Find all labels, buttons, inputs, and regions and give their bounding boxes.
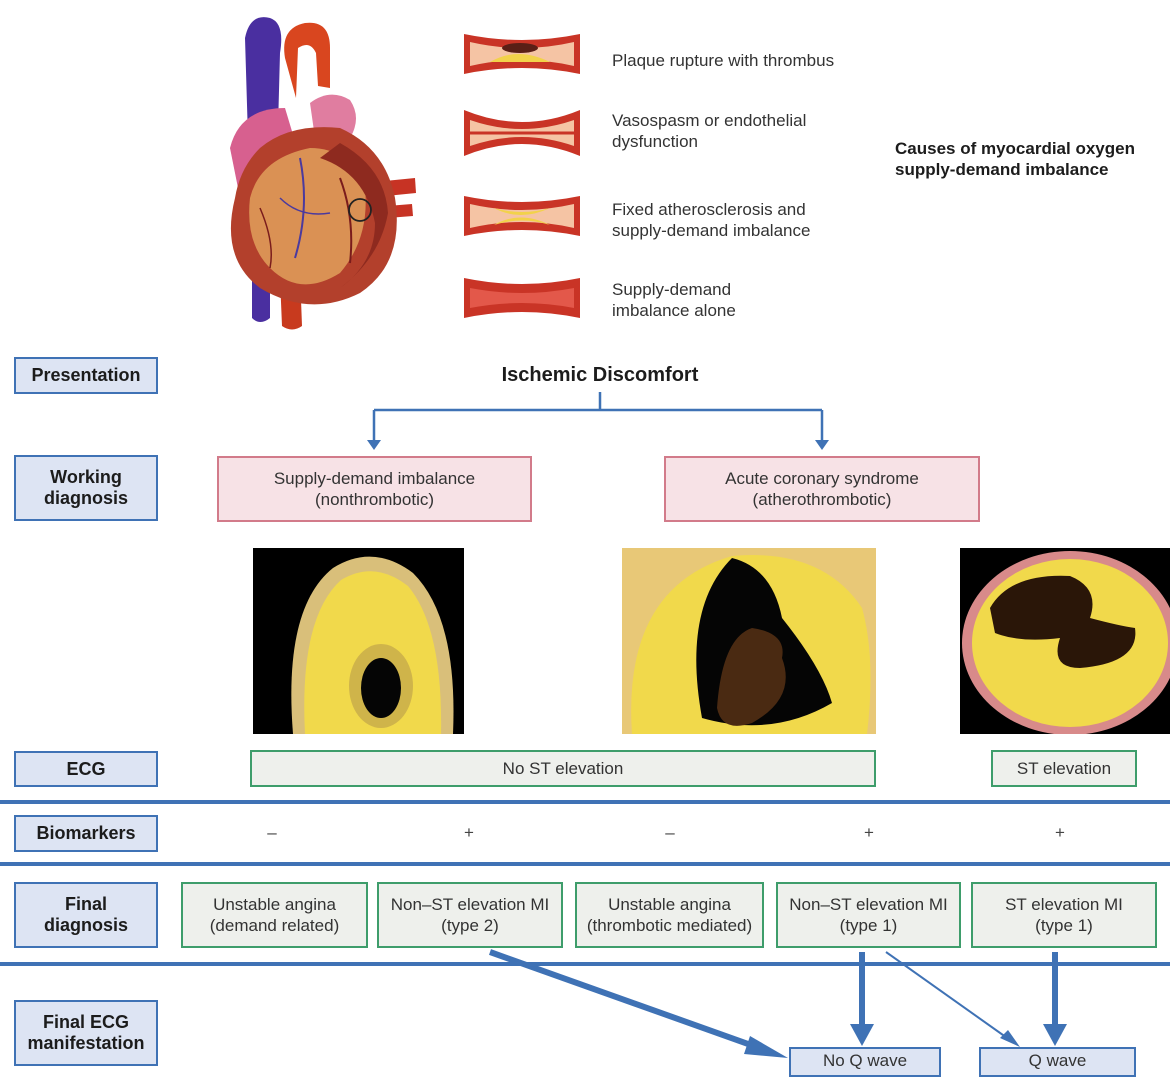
vasospasm-vessel-icon	[464, 110, 580, 156]
biomarker-value: –	[665, 823, 675, 842]
supply-demand-vessel-icon	[464, 278, 580, 318]
final-dx-unstable-angina-demand: Unstable angina (demand related)	[181, 882, 368, 948]
cause-label-fixed-atherosclerosis: Fixed atherosclerosis and supply-demand …	[612, 200, 811, 240]
final-dx-stemi-type1: ST elevation MI (type 1)	[971, 882, 1157, 948]
biomarker-value: +	[464, 823, 474, 842]
biomarker-value: +	[864, 823, 874, 842]
row-label-final-ecg: Final ECG manifestation	[14, 1000, 158, 1066]
causes-title: Causes of myocardial oxygen supply-deman…	[895, 139, 1135, 179]
divider-line	[0, 862, 1170, 866]
row-label-working-diagnosis: Working diagnosis	[14, 455, 158, 521]
final-ecg-no-q-wave: No Q wave	[789, 1047, 941, 1077]
working-dx-acs: Acute coronary syndrome (atherothromboti…	[664, 456, 980, 522]
final-dx-unstable-angina-thrombotic: Unstable angina (thrombotic mediated)	[575, 882, 764, 948]
ecg-no-st-elevation: No ST elevation	[250, 750, 876, 787]
cause-label-plaque-rupture: Plaque rupture with thrombus	[612, 51, 835, 70]
row-label-final-diagnosis: Final diagnosis	[14, 882, 158, 948]
ecg-st-elevation: ST elevation	[991, 750, 1137, 787]
final-dx-nstemi-type1: Non–ST elevation MI (type 1)	[776, 882, 961, 948]
working-dx-nonthrombotic: Supply-demand imbalance (nonthrombotic)	[217, 456, 532, 522]
artery-cross-section-nstemi	[622, 548, 876, 734]
artery-cross-section-stemi	[960, 548, 1170, 734]
final-ecg-arrows	[488, 949, 1067, 1058]
divider-line	[0, 962, 1170, 966]
biomarker-value: +	[1055, 823, 1065, 842]
artery-cross-section-demand	[253, 548, 464, 734]
branch-arrows	[367, 392, 829, 450]
row-label-ecg: ECG	[14, 751, 158, 787]
row-label-presentation: Presentation	[14, 357, 158, 394]
divider-line	[0, 800, 1170, 804]
final-ecg-q-wave: Q wave	[979, 1047, 1136, 1077]
biomarker-value: –	[267, 823, 277, 842]
cause-label-supply-demand: Supply-demand imbalance alone	[612, 280, 736, 320]
plaque-rupture-vessel-icon	[464, 34, 580, 74]
cause-label-vasospasm: Vasospasm or endothelial dysfunction	[612, 111, 807, 151]
row-label-biomarkers: Biomarkers	[14, 815, 158, 852]
fixed-atherosclerosis-vessel-icon	[464, 196, 580, 236]
heart-illustration	[230, 17, 416, 330]
presentation-title: Ischemic Discomfort	[501, 364, 699, 386]
final-dx-nstemi-type2: Non–ST elevation MI (type 2)	[377, 882, 563, 948]
